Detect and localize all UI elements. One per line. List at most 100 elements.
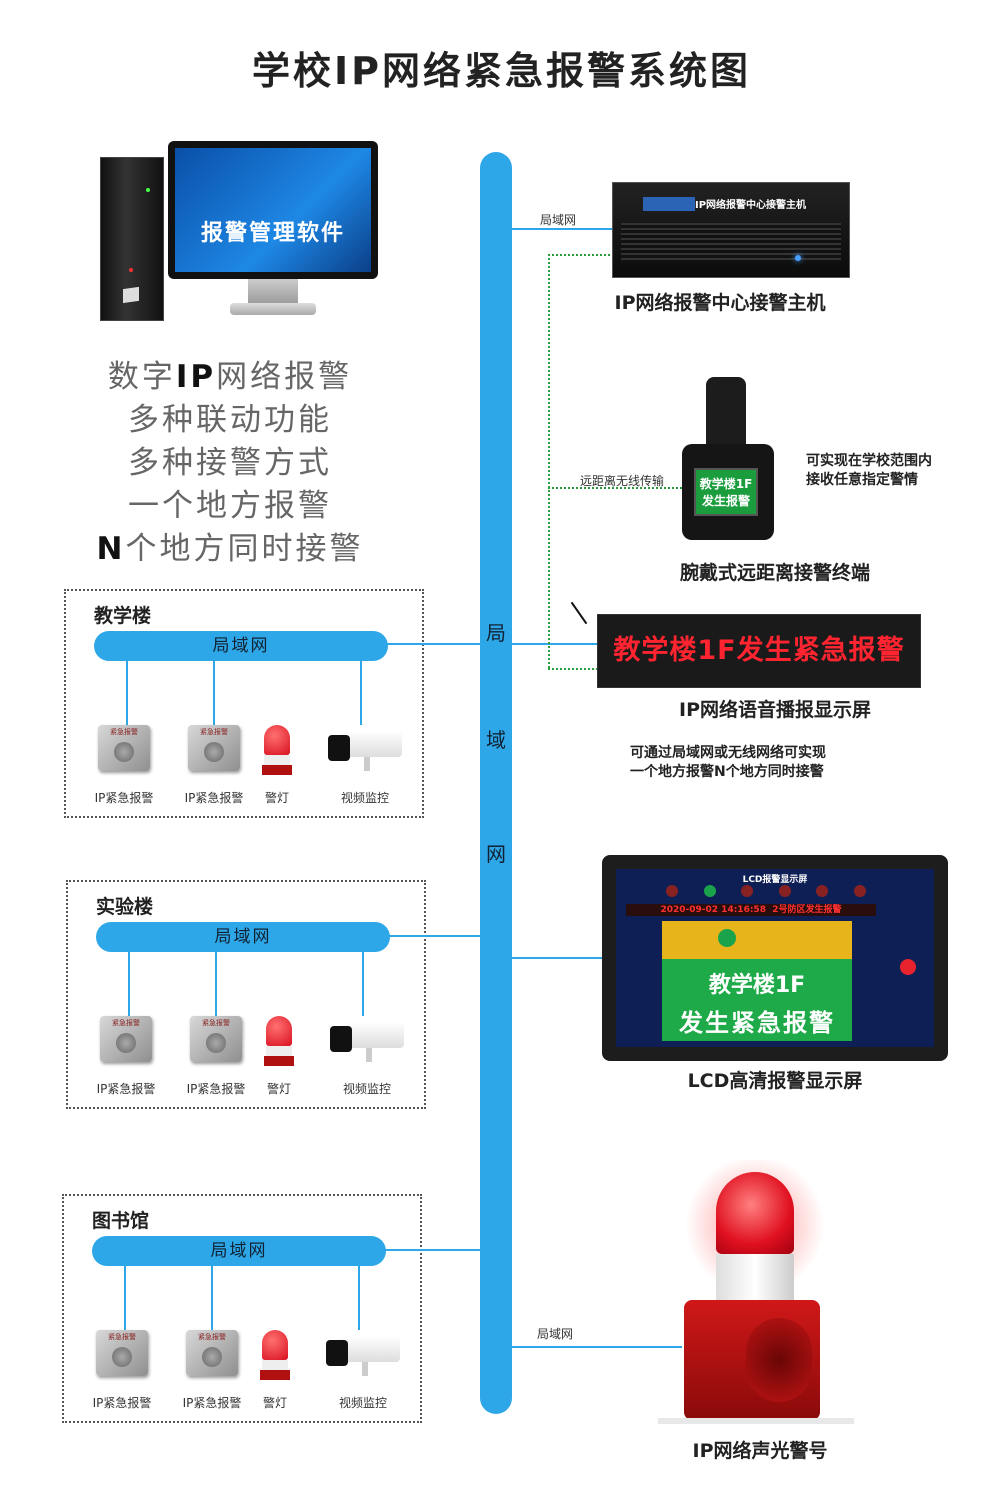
trunk-char-3: 网 [486,842,506,866]
lcd-yellow-panel [662,921,852,959]
lcd-green-panel: 教学楼1F 发生紧急报警 [662,959,852,1041]
wireless-label: 远距离无线传输 [580,474,665,488]
device-link [362,952,364,1016]
lcd-big-line-1: 教学楼1F [708,973,806,998]
alarm-button-icon: 紧急报警 [98,725,150,771]
camera-icon [326,1336,400,1380]
device-label: IP紧急报警 [186,1082,246,1096]
lcd-status-icons [666,885,866,899]
device-link [213,661,215,725]
siren-horn-mouth [746,1318,812,1402]
camera-icon [330,1022,404,1066]
building-lan-link [388,935,480,937]
lan-trunk [480,152,512,1414]
slogan-3: 多种接警方式 [128,445,332,481]
siren-base [658,1418,854,1424]
watch-note: 可实现在学校范围内接收任意指定警情 [806,453,932,488]
ip-alarm-button: 紧急报警 [190,1016,242,1062]
lan-label-host: 局域网 [540,213,577,227]
alarm-button-icon: 紧急报警 [190,1016,242,1062]
watch-body: 教学楼1F 发生报警 [682,444,774,540]
lcd-header: LCD报警显示屏 [742,875,808,885]
watch-caption: 腕戴式远距离接警终端 [679,562,870,584]
siren-lamp [716,1172,794,1254]
siren-lamp-base [716,1254,794,1300]
wireless-path-host [548,254,610,256]
device-label: IP紧急报警 [184,791,244,805]
building-lan-link [384,1249,480,1251]
host-vent [621,223,841,263]
monitor-base [230,303,316,315]
led-text: 教学楼1F发生紧急报警 [613,635,905,666]
windows-logo-icon [123,286,139,304]
device-link [128,952,130,1016]
building-lan-bar: 局域网 [94,631,388,661]
device-label: IP紧急报警 [92,1396,152,1410]
warning-lamp [264,1016,294,1066]
warning-lamp-icon [262,725,292,775]
device-link [211,1266,213,1330]
watch-screen-line-2: 发生报警 [701,494,750,508]
monitor-stand [248,279,298,305]
device-label: IP紧急报警 [94,791,154,805]
lan-link-lcd [512,957,604,959]
slogan-1: 数字IP网络报警 [107,359,353,395]
warning-lamp [262,725,292,775]
device-link [360,661,362,725]
monitor-screen [175,148,371,272]
video-camera [326,1336,400,1380]
alarm-button-icon: 紧急报警 [188,725,240,771]
alarm-button-icon: 紧急报警 [186,1330,238,1376]
led-caption: IP网络语音播报显示屏 [679,699,871,721]
device-link [124,1266,126,1330]
pc-monitor: 报警管理软件 [168,141,378,279]
led-display: 教学楼1F发生紧急报警 [597,614,921,688]
host-caption: IP网络报警中心接警主机 [614,292,826,314]
siren-caption: IP网络声光警号 [692,1440,828,1462]
alarm-button-icon: 紧急报警 [100,1016,152,1062]
lcd-display: LCD报警显示屏 2020-09-02 14:16:58 2号防区发生报警 教学… [602,855,948,1061]
host-panel-label: IP网络报警中心接警主机 [695,200,807,211]
alarm-host: IP网络报警中心接警主机 [612,182,850,278]
device-label: 警灯 [262,1396,287,1410]
device-label: 警灯 [264,791,289,805]
lan-link-led [512,643,598,645]
slogan-2: 多种联动功能 [128,402,332,438]
building-name: 教学楼 [94,605,152,627]
led-antenna [570,601,588,625]
lcd-caption: LCD高清报警显示屏 [687,1070,863,1092]
lcd-alert-icon [900,959,916,975]
ip-alarm-button: 紧急报警 [188,725,240,771]
camera-icon [328,731,402,775]
slogan-5: N个地方同时接警 [96,531,364,567]
lcd-screen: LCD报警显示屏 2020-09-02 14:16:58 2号防区发生报警 教学… [616,869,934,1047]
building-lan-bar: 局域网 [92,1236,386,1266]
device-label: 视频监控 [338,1396,387,1410]
pc-tower [100,157,164,321]
building-lan-link [386,643,480,645]
building-name: 实验楼 [96,896,154,918]
device-link [126,661,128,725]
device-label: 视频监控 [340,791,389,805]
lcd-alarm-bar: 2020-09-02 14:16:58 2号防区发生报警 [626,904,876,916]
video-camera [330,1022,404,1066]
ip-alarm-button: 紧急报警 [100,1016,152,1062]
wireless-path-watch [548,487,682,489]
host-power-led [795,255,801,261]
lcd-big-line-2: 发生紧急报警 [679,1009,835,1037]
ip-alarm-button: 紧急报警 [98,725,150,771]
warning-lamp [260,1330,290,1380]
device-link [358,1266,360,1330]
software-label: 报警管理软件 [200,221,345,246]
device-label: IP紧急报警 [96,1082,156,1096]
device-label: IP紧急报警 [182,1396,242,1410]
video-camera [328,731,402,775]
warning-lamp-icon [264,1016,294,1066]
watch-strap [706,377,746,447]
device-label: 警灯 [266,1082,291,1096]
lan-label-siren: 局域网 [537,1327,574,1341]
lan-link-siren [512,1346,682,1348]
alarm-button-icon: 紧急报警 [96,1330,148,1376]
watch-screen: 教学楼1F 发生报警 [694,468,758,516]
trunk-char-2: 域 [486,728,506,752]
